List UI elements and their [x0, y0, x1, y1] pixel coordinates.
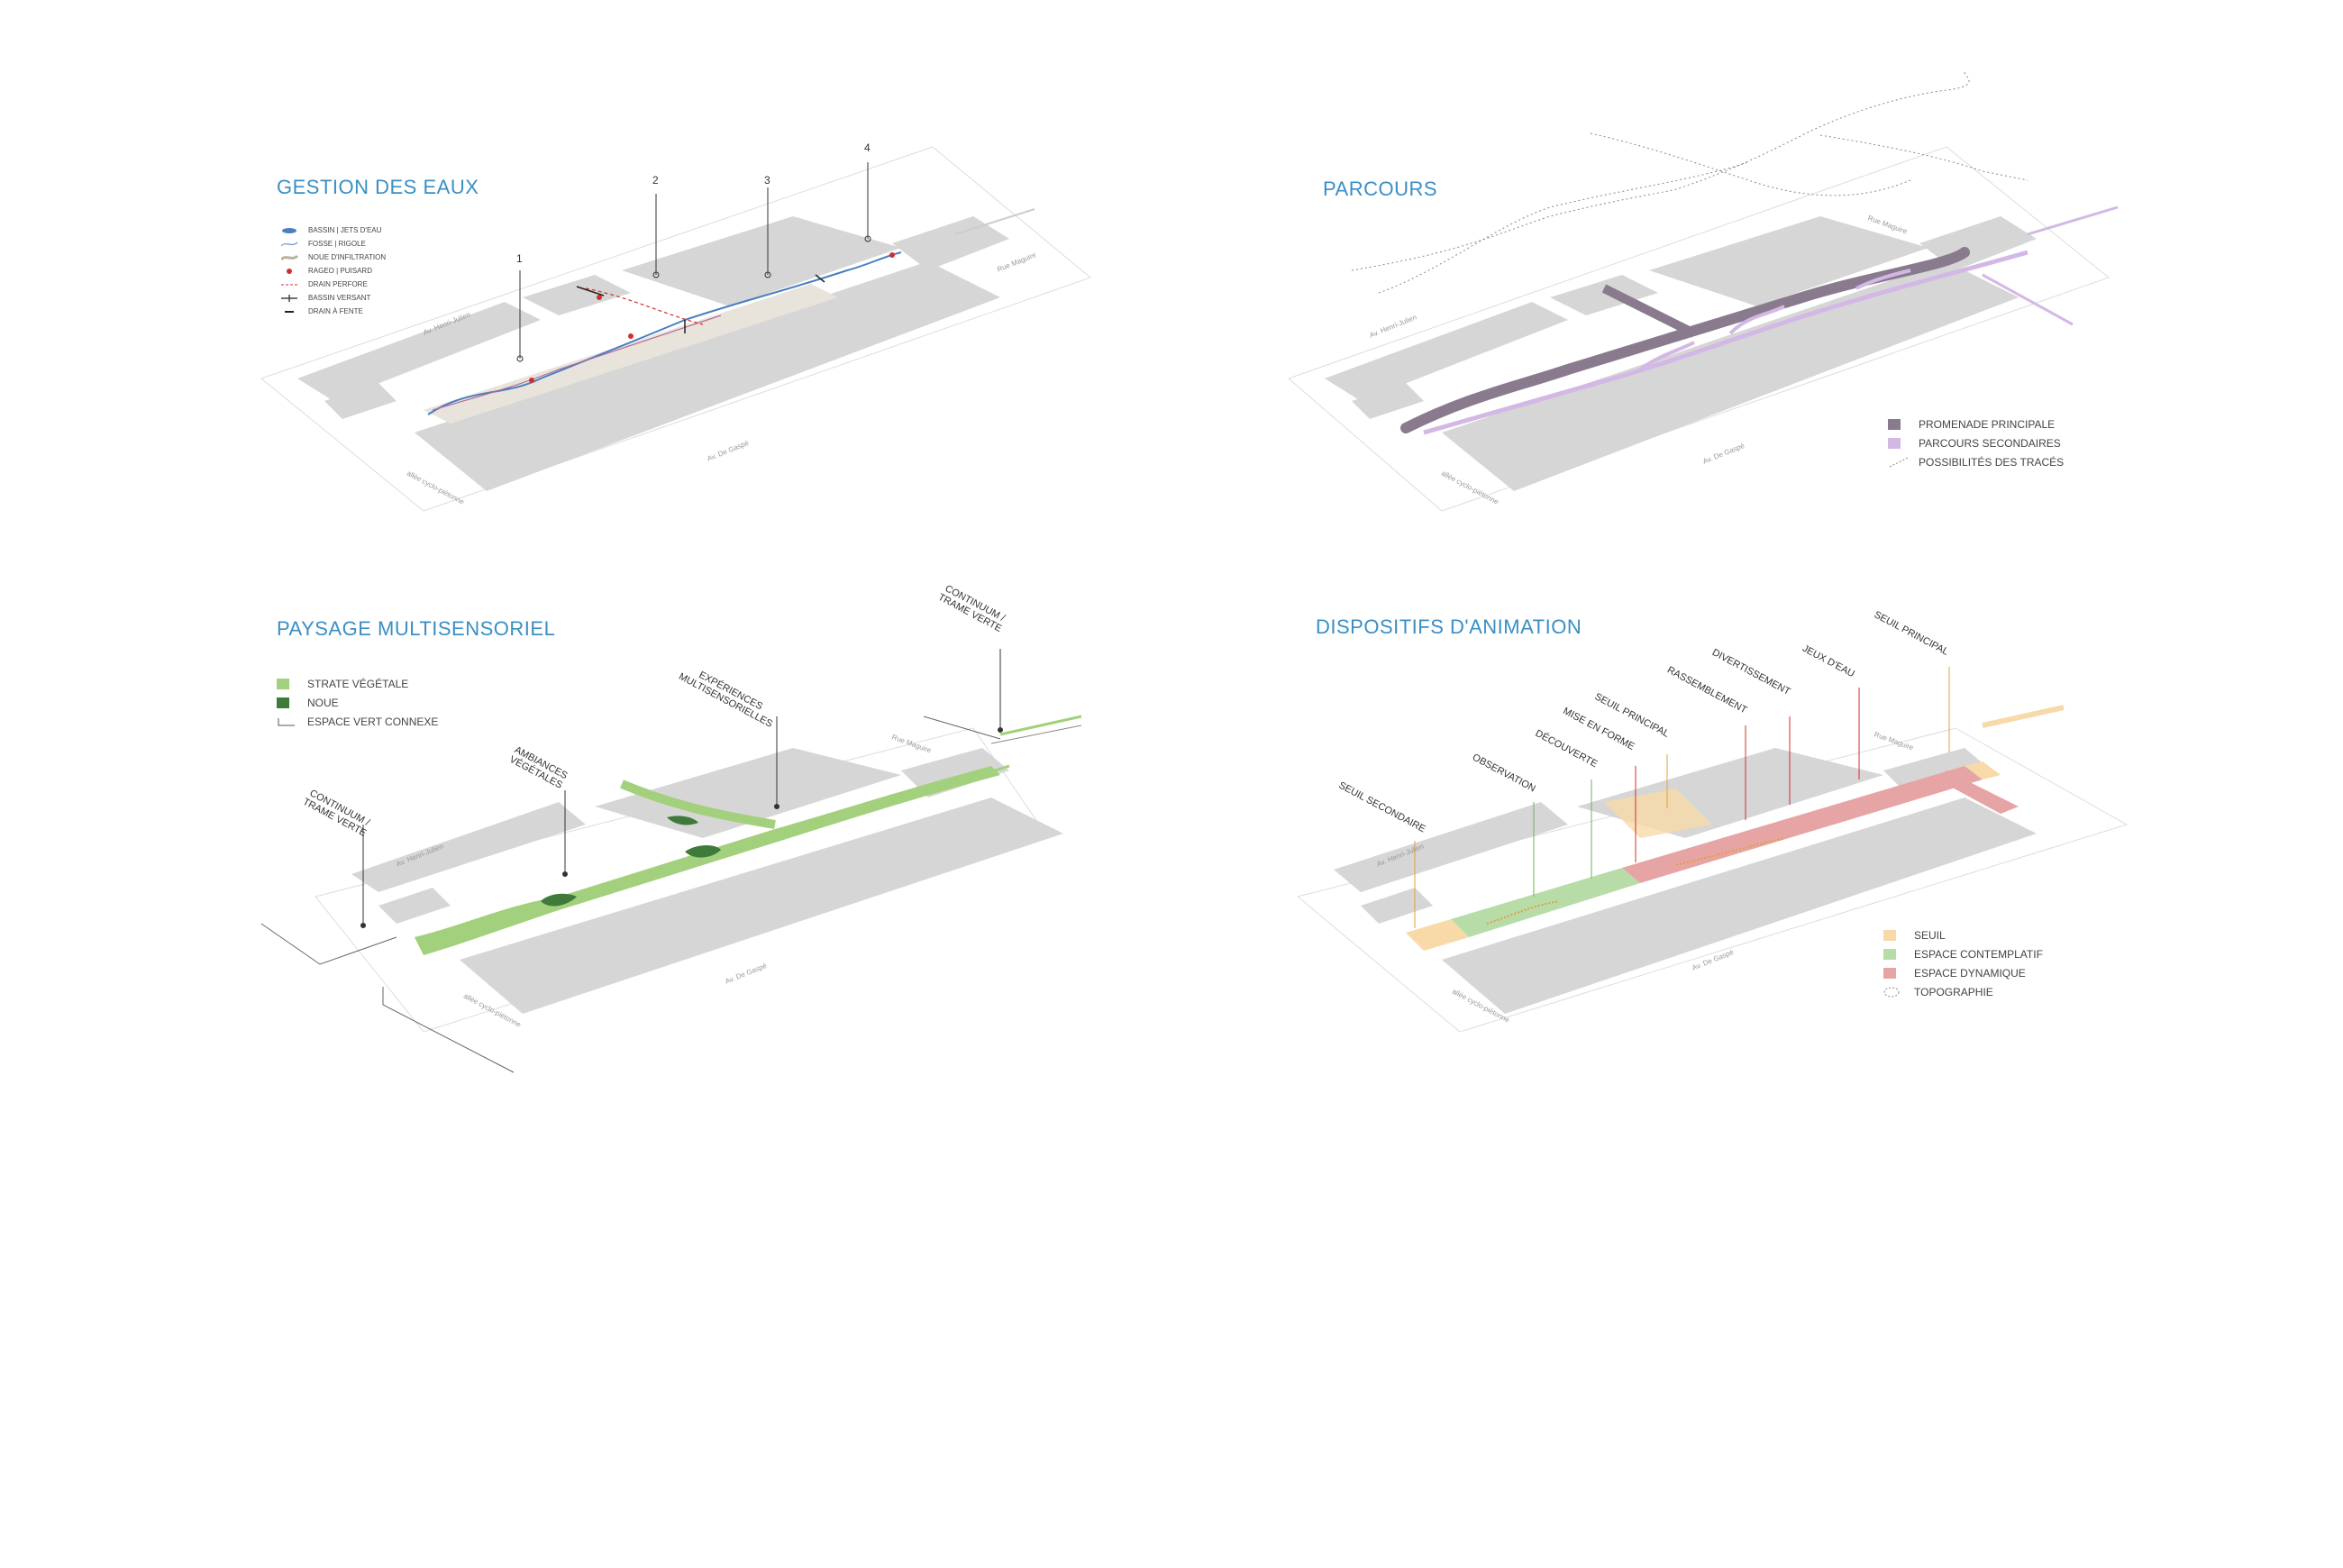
seuil-swatch: [1883, 929, 1905, 941]
legend-label: ESPACE CONTEMPLATIF: [1914, 947, 2043, 961]
main-promenade-swatch: [1888, 418, 1910, 430]
legend-item: ESPACE DYNAMIQUE: [1883, 963, 2043, 982]
topography-icon: [1883, 987, 1905, 998]
leader-lines: [360, 649, 1003, 928]
legend-label: FOSSE | RIGOLE: [308, 240, 366, 248]
legend-label: BASSIN VERSANT: [308, 294, 371, 302]
panel-title: DISPOSITIFS D'ANIMATION: [1316, 615, 1582, 638]
legend-item: ESPACE VERT CONNEXE: [277, 712, 438, 731]
marker-number: 4: [864, 141, 871, 154]
site-plan-animation: [1296, 667, 2129, 1033]
legend-item: STRATE VÉGÉTALE: [277, 674, 438, 693]
routes: [1400, 205, 2119, 435]
legend-item: SEUIL: [1883, 925, 2043, 944]
legend-item: DRAIN PERFORE: [281, 278, 386, 291]
panel-dispositifs-animation: DISPOSITIFS D'ANIMATION SEUIL ESPACE CON…: [1172, 581, 2343, 1162]
basin-icon: [281, 227, 297, 234]
legend-label: STRATE VÉGÉTALE: [307, 677, 409, 690]
legend-item: NOUE D'INFILTRATION: [281, 251, 386, 264]
panel-title: GESTION DES EAUX: [277, 176, 479, 198]
legend-label: PROMENADE PRINCIPALE: [1919, 417, 2056, 431]
legend-item: ESPACE CONTEMPLATIF: [1883, 944, 2043, 963]
legend-item: PARCOURS SECONDAIRES: [1888, 433, 2064, 452]
swale-swatch: [277, 697, 298, 708]
legend-item: RAGEO | PUISARD: [281, 264, 386, 278]
possible-paths: [1351, 71, 2028, 294]
swale-icon: [281, 254, 299, 261]
legend-label: ESPACE VERT CONNEXE: [307, 715, 439, 728]
legend-label: BASSIN | JETS D'EAU: [308, 226, 382, 234]
legend: STRATE VÉGÉTALE NOUE ESPACE VERT CONNEXE: [277, 674, 438, 731]
dynamique-swatch: [1883, 967, 1905, 979]
legend: PROMENADE PRINCIPALE PARCOURS SECONDAIRE…: [1888, 415, 2064, 471]
drain-point-icon: [281, 268, 297, 275]
site-base: [315, 727, 1063, 1033]
legend: BASSIN | JETS D'EAU FOSSE | RIGOLE NOUE …: [281, 223, 386, 318]
zones: [1406, 705, 2065, 951]
connexe-lines: [260, 716, 1001, 1073]
legend-item: PROMENADE PRINCIPALE: [1888, 415, 2064, 433]
legend-label: TOPOGRAPHIE: [1914, 985, 1993, 998]
legend-item: NOUE: [277, 693, 438, 712]
panel-paysage-multisensoriel: PAYSAGE MULTISENSORIEL STRATE VÉGÉTALE N…: [0, 581, 1172, 1162]
marker-number: 1: [516, 252, 523, 265]
dotted-path-icon: [1888, 457, 1910, 468]
water-network: [427, 251, 902, 415]
connexe-icon: [277, 716, 298, 727]
vegetation: [415, 715, 1082, 955]
legend-label: NOUE: [307, 696, 339, 709]
site-base: [260, 146, 1092, 512]
legend-label: ESPACE DYNAMIQUE: [1914, 966, 2026, 980]
site-plan-eaux: [260, 146, 1092, 512]
legend-label: NOUE D'INFILTRATION: [308, 253, 387, 261]
watershed-icon: [281, 294, 297, 302]
legend-label: PARCOURS SECONDAIRES: [1919, 436, 2061, 450]
ditch-icon: [281, 241, 298, 248]
legend-item: POSSIBILITÉS DES TRACÉS: [1888, 452, 2064, 471]
panel-title: PAYSAGE MULTISENSORIEL: [277, 617, 556, 640]
legend-label: RAGEO | PUISARD: [308, 267, 372, 275]
panel-parcours: PARCOURS PROMENADE PRINCIPALE PARCOURS S…: [1172, 0, 2343, 581]
site-base: [1288, 146, 2111, 512]
legend-item: BASSIN | JETS D'EAU: [281, 223, 386, 237]
vegetation-swatch: [277, 678, 298, 689]
site-plan-paysage: [260, 649, 1082, 1073]
contemplatif-swatch: [1883, 948, 1905, 960]
perforated-drain-icon: [281, 281, 297, 288]
secondary-routes-swatch: [1888, 437, 1910, 449]
legend-label: POSSIBILITÉS DES TRACÉS: [1919, 455, 2065, 469]
marker-number: 3: [764, 174, 770, 187]
marker-number: 2: [652, 174, 659, 187]
legend-item: DRAIN À FENTE: [281, 305, 386, 318]
site-plan-parcours: [1288, 71, 2119, 512]
legend: SEUIL ESPACE CONTEMPLATIF ESPACE DYNAMIQ…: [1883, 925, 2043, 1001]
legend-item: TOPOGRAPHIE: [1883, 982, 2043, 1001]
slot-drain-icon: [281, 308, 297, 315]
leader-lines: [1414, 667, 1950, 928]
legend-item: FOSSE | RIGOLE: [281, 237, 386, 251]
panel-title: PARCOURS: [1323, 178, 1438, 200]
legend-item: BASSIN VERSANT: [281, 291, 386, 305]
legend-label: DRAIN À FENTE: [308, 307, 363, 315]
leader-lines: [516, 162, 871, 362]
panel-gestion-des-eaux: GESTION DES EAUX BASSIN | JETS D'EAU FOS…: [0, 0, 1172, 581]
legend-label: SEUIL: [1914, 928, 1946, 942]
legend-label: DRAIN PERFORE: [308, 280, 368, 288]
